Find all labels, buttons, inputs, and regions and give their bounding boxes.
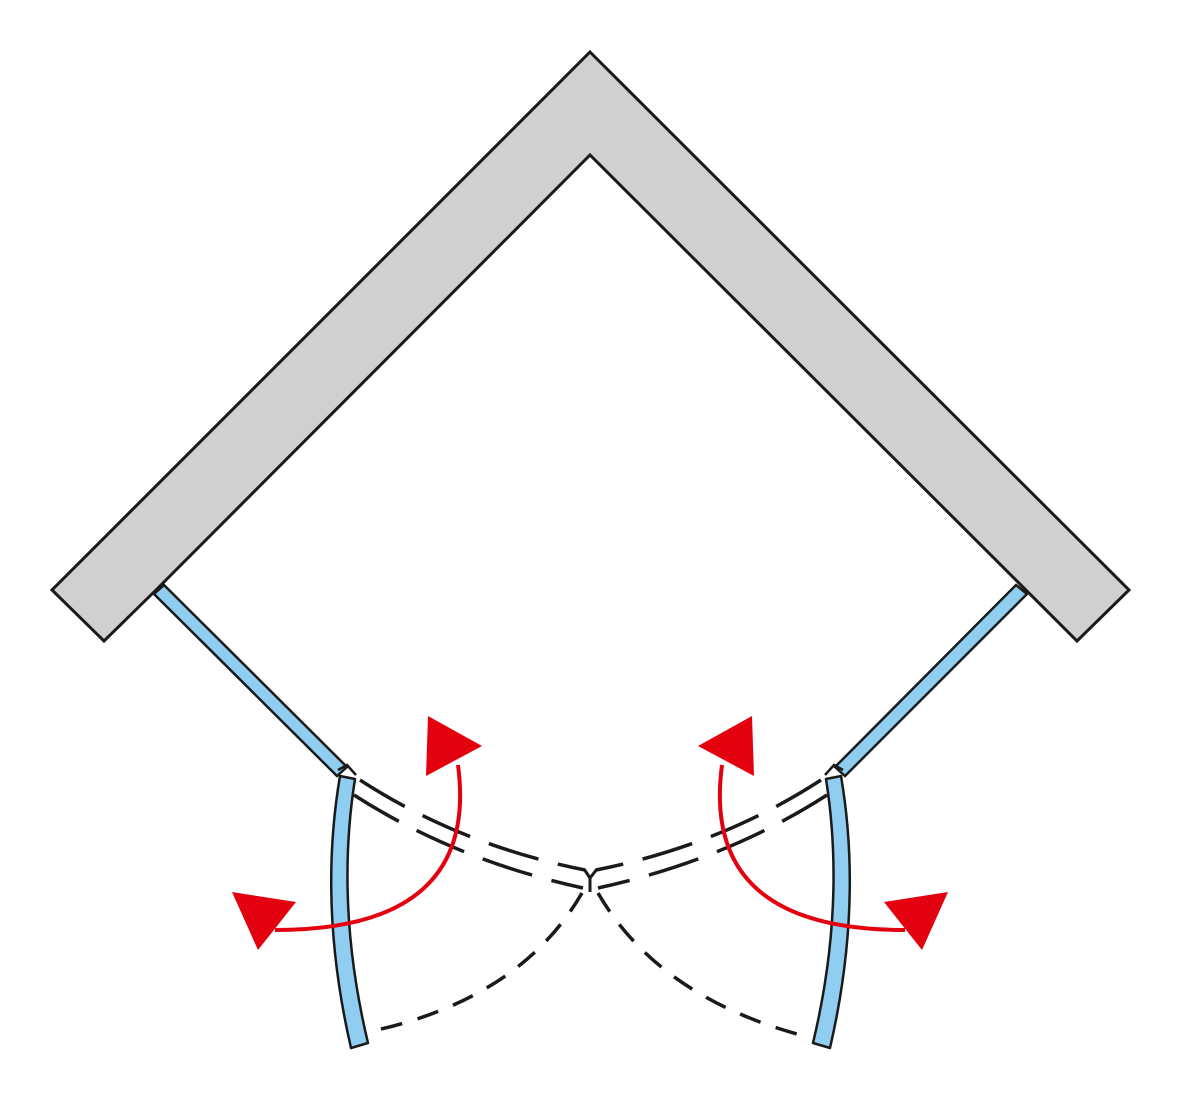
right-door-swing-path [596,892,813,1040]
right-door-open-outward [811,774,852,1050]
left-hinge-mark [337,763,357,776]
right-arrow-head-right [884,892,948,950]
left-arrow-head-left [232,892,296,950]
left-arrow-head-up [426,716,482,776]
right-hinge-mark [824,763,844,776]
right-swing-arrow [698,716,948,950]
corner-wall [49,49,1132,644]
right-arrow-head-up [698,716,754,776]
door-meeting-point [582,868,599,892]
left-door-open-outward [329,774,370,1050]
right-fixed-glass-panel [833,583,1029,778]
left-door-swing-path [367,892,584,1034]
left-door-closed-position [353,778,586,890]
left-swing-arrow [232,716,482,950]
right-door-closed-position [595,778,828,890]
left-fixed-glass-panel [152,583,349,778]
